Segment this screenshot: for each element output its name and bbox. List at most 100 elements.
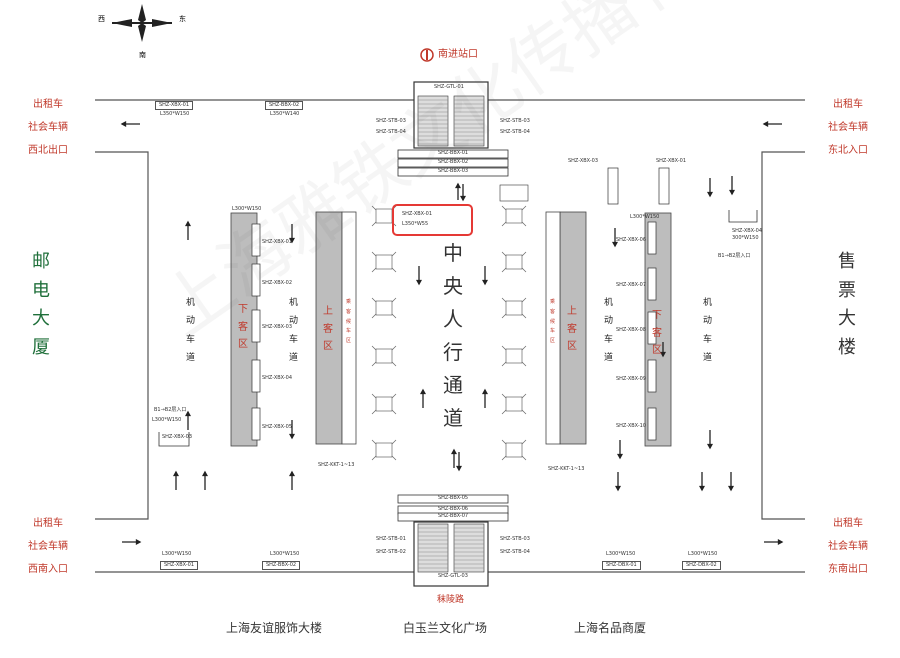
sign-size: L300*W150: [162, 551, 192, 557]
char: 客: [346, 308, 352, 315]
ad-panel: [647, 407, 657, 441]
arrow-head: [698, 485, 706, 492]
bottom-escalator-icon: [413, 521, 489, 587]
kiosk-leg: [391, 455, 397, 461]
sign-tag: SHZ-STB-03: [376, 118, 406, 124]
kiosk-leg: [371, 409, 377, 415]
char: 区: [550, 338, 556, 344]
kiosk-leg: [501, 393, 507, 399]
kiosk-leg: [371, 205, 377, 211]
char: 区: [652, 345, 662, 356]
char: 客: [323, 323, 333, 335]
sign-tag: SHZ-XBX-04: [732, 228, 763, 234]
char: 乘: [346, 299, 352, 305]
char: 动: [703, 316, 713, 327]
east-bottom-labels: 出租车 社会车辆 东南出口: [818, 514, 878, 575]
arrow-head: [184, 220, 192, 227]
kiosk-leg: [391, 409, 397, 415]
kiosk-leg: [371, 439, 377, 445]
char: 机: [604, 298, 614, 308]
char: 区: [567, 341, 577, 352]
left-building-name: 邮 电 大 厦: [32, 251, 50, 359]
kiosk-leg: [521, 409, 527, 415]
vehicle-label: 社会车辆: [28, 541, 68, 552]
arrow-head: [288, 470, 296, 477]
kiosk-leg: [501, 313, 507, 319]
kiosk-leg: [501, 361, 507, 367]
arrow-head: [135, 538, 142, 546]
kiosk-leg: [521, 267, 527, 273]
arrow-head: [288, 237, 296, 244]
taxi-label: 出租车: [33, 99, 63, 110]
ad-panel: [647, 267, 657, 301]
right-kiosk: [505, 208, 523, 224]
panel-tag: SHZ-XBX-09: [616, 376, 647, 382]
panel-tag: SHZ-XBX-06: [616, 237, 647, 243]
kiosk-leg: [371, 221, 377, 227]
sign-tag: SHZ-KKT-1~13: [318, 462, 355, 468]
arrow-head: [450, 448, 458, 455]
char: 下: [238, 304, 248, 315]
char: 客: [567, 323, 577, 335]
entrance-label: B1→B2层入口: [718, 253, 751, 259]
char: 车: [703, 334, 713, 345]
compass-west-label: 西: [98, 15, 105, 23]
char: 下: [652, 310, 662, 321]
entrance-label: 东北入口: [828, 145, 868, 156]
compass-east-label: 东: [179, 15, 186, 23]
right-pickup-zone-label: 上 客 区: [567, 306, 577, 353]
sign-tag: SHZ-STB-02: [376, 549, 406, 555]
right-building-name: 售 票 大 楼: [838, 251, 856, 359]
kiosk-leg: [521, 361, 527, 367]
sign-size: L300*W150: [232, 206, 262, 212]
east-top-labels: 出租车 社会车辆 东北入口: [818, 95, 878, 156]
char: 道: [443, 406, 463, 430]
char: 票: [838, 279, 856, 301]
ad-panel: [251, 359, 261, 393]
right-kiosk: [505, 348, 523, 364]
ad-panel: [251, 263, 261, 297]
kiosk-leg: [371, 361, 377, 367]
kiosk-leg: [521, 205, 527, 211]
taxi-label: 出租车: [33, 518, 63, 529]
char: 区: [346, 338, 352, 344]
taxi-label: 出租车: [833, 99, 863, 110]
kiosk-leg: [391, 297, 397, 303]
panel-tag: SHZ-XBX-01: [262, 239, 293, 245]
arrow-head: [706, 443, 714, 450]
char: 客: [652, 327, 662, 339]
kiosk-leg: [391, 267, 397, 273]
selected-location-highlight[interactable]: [392, 204, 473, 236]
central-corridor-label: 中 央 人 行 通 道: [443, 242, 463, 430]
sign-tag: SHZ-STB-01: [376, 536, 406, 542]
char: 动: [604, 316, 614, 327]
sign-tag: SHZ-XBX-03: [568, 158, 599, 164]
char: 通: [443, 373, 463, 397]
sign-tag: SHZ-BBX-02: [438, 159, 469, 165]
char: 区: [238, 339, 248, 350]
kiosk-leg: [391, 251, 397, 257]
char: 央: [443, 274, 463, 298]
panel-tag: SHZ-XBX-02: [262, 280, 293, 286]
char: 车: [346, 328, 352, 335]
bottom-center-building: 白玉兰文化广场: [403, 621, 488, 635]
sign-size: 300*W150: [732, 235, 759, 241]
kiosk-leg: [521, 313, 527, 319]
ad-panel: [647, 311, 657, 345]
kiosk-leg: [501, 251, 507, 257]
right-kiosk: [505, 254, 523, 270]
right-kiosk: [505, 300, 523, 316]
arrow-head: [419, 388, 427, 395]
ad-panel: [251, 309, 261, 343]
arrow-head: [777, 538, 784, 546]
compass-south-label: 南: [139, 51, 146, 59]
char: 道: [186, 353, 196, 364]
entrance-label: B1→B2层入口: [154, 407, 187, 413]
sign-size: L300*W150: [688, 551, 718, 557]
kiosk-leg: [521, 251, 527, 257]
sign-tag: SHZ-XBX-01: [656, 158, 687, 164]
right-waiting-strip-label: 乘 客 候 车 区: [550, 299, 556, 345]
char: 上: [323, 306, 333, 317]
left-kiosk: [375, 396, 393, 412]
